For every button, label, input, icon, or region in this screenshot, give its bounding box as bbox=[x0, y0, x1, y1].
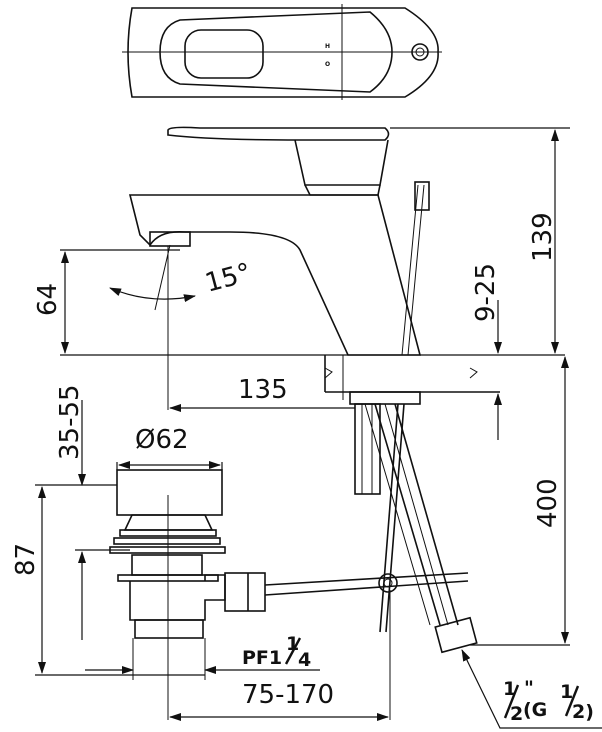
label-hose-thread: 1 2 " (G 1 2) bbox=[503, 677, 594, 725]
hose-thread-num: 1 bbox=[503, 678, 516, 700]
top-view: H O bbox=[122, 4, 442, 100]
hose-thread-inch: " bbox=[524, 677, 534, 699]
countertop bbox=[60, 354, 565, 405]
off-marking: O bbox=[325, 61, 330, 68]
dimension-lines bbox=[35, 127, 602, 729]
faucet-side-view bbox=[128, 126, 430, 400]
hose-thread-den: 2 bbox=[510, 703, 523, 725]
label-deck-thickness: 9-25 bbox=[471, 263, 501, 322]
label-spout-height: 64 bbox=[33, 283, 63, 316]
hose-thread-g-num: 1 bbox=[560, 681, 573, 703]
label-spout-angle: 15° bbox=[202, 258, 254, 299]
hose-thread-g-den: 2) bbox=[572, 701, 594, 723]
drain-thread-num: 1 bbox=[286, 633, 299, 655]
label-spout-reach: 135 bbox=[238, 375, 288, 405]
drain-thread-den: 4 bbox=[298, 649, 311, 671]
dimension-labels: 139 9-25 64 15° 135 35-55 Ø62 87 400 PF1… bbox=[11, 212, 594, 725]
supply-hoses bbox=[354, 403, 478, 654]
drain-thread-prefix: PF1 bbox=[242, 647, 282, 669]
label-pop-up-range: 35-55 bbox=[55, 384, 85, 460]
hose-thread-g: (G bbox=[523, 699, 547, 721]
pop-up-drain bbox=[109, 469, 469, 720]
label-hose-length: 400 bbox=[533, 478, 563, 528]
label-total-height: 139 bbox=[528, 212, 558, 262]
label-drain-thread: PF1 1 4 bbox=[242, 633, 311, 671]
hot-marking: H bbox=[325, 43, 330, 50]
label-drain-height: 87 bbox=[11, 543, 41, 576]
label-drain-diameter: Ø62 bbox=[135, 425, 189, 455]
label-rod-range: 75-170 bbox=[242, 680, 334, 710]
